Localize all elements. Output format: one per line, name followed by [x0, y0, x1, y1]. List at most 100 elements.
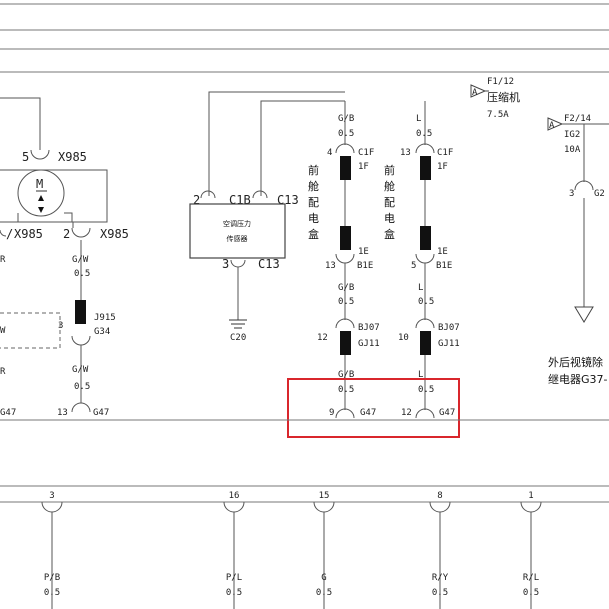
l-1e: 1E [437, 247, 448, 257]
left-color-w: W [0, 326, 6, 336]
ig2-rating: 10A [564, 145, 581, 155]
relay-arrow-icon [574, 306, 594, 323]
l-color-bot: L [418, 370, 423, 380]
bottom-pin-size: 0.5 [44, 588, 60, 598]
left-gw2-color: G/W [72, 365, 89, 375]
bottom-pin-4: 1R/L0.5 [520, 491, 542, 609]
bottom-pin-socket [223, 501, 245, 513]
left-j915: J915 [94, 313, 116, 323]
bottom-pin-number: 15 [319, 491, 330, 501]
svg-text:配: 配 [384, 196, 395, 209]
fuse-ig2: A F2/14 IG2 10A 3 G2 外后视镜除 继电器G37- [547, 114, 609, 386]
bottom-pin-0: 3P/B 0.5 [41, 491, 63, 609]
left-g47-edge: G47 [0, 408, 16, 418]
svg-text:电: 电 [384, 212, 395, 225]
gb-color-mid: G/B [338, 283, 354, 293]
motor-conn-bl: X985 [14, 227, 43, 241]
gb-fuse-top [340, 156, 351, 180]
svg-text:舱: 舱 [384, 179, 395, 193]
l-color-mid: L [418, 283, 423, 293]
l-size-bot: 0.5 [418, 385, 434, 395]
bottom-pin-size: 0.5 [432, 588, 448, 598]
compressor-name: 压缩机 [487, 90, 520, 104]
left-wire: G/W 0.5 3 J915 G34 G/W 0.5 13 G47 R W R … [0, 240, 116, 418]
gb-color-bot: G/B [338, 370, 354, 380]
sensor-label-2: 传感器 [227, 234, 248, 243]
ig2-name: IG2 [564, 130, 580, 140]
left-gw1-color: G/W [72, 255, 89, 265]
motor-pin-bl: / [6, 227, 13, 241]
svg-text:前: 前 [384, 163, 395, 177]
relay-line2: 继电器G37- [548, 373, 608, 386]
gb-pin13: 13 [325, 261, 336, 271]
ig2-flag-icon [547, 117, 564, 131]
bottom-pin-1: 16P/L0.5 [223, 491, 245, 609]
compressor-rating: 7.5A [487, 110, 509, 120]
bottom-pin-color: P/L [226, 573, 242, 583]
motor-icon [17, 169, 65, 217]
gb-1f: 1F [358, 162, 369, 172]
l-color-top: L [416, 114, 421, 124]
l-b1e: B1E [436, 261, 452, 271]
gb-fuse-bottom [340, 226, 351, 250]
fuse-compressor: A F1/12 压缩机 7.5A [470, 77, 520, 120]
l-box-label: 前 舱 配 电 盒 [384, 163, 395, 241]
ig2-fuse: F2/14 [564, 114, 591, 124]
motor-conn-br: X985 [100, 227, 129, 241]
l-1f: 1F [437, 162, 448, 172]
svg-text:电: 电 [308, 212, 319, 225]
l-bj07-connector [420, 331, 431, 355]
bottom-pin-size: 0.5 [523, 588, 539, 598]
l-pin10: 10 [398, 333, 409, 343]
sensor-pin3: 3 [222, 257, 229, 271]
l-pin13: 13 [400, 148, 411, 158]
bottom-pin-socket [41, 501, 63, 513]
highlight-box [287, 378, 460, 438]
gb-gj11: GJ11 [358, 339, 380, 349]
left-j915-pin: 3 [58, 321, 63, 331]
l-fuse-top [420, 156, 431, 180]
bottom-pin-socket [313, 501, 335, 513]
bottom-pin-size: 0.5 [316, 588, 332, 598]
left-gw2-size: 0.5 [74, 382, 90, 392]
svg-text:A: A [472, 88, 478, 98]
left-g34: G34 [94, 327, 110, 337]
header-rules [0, 3, 609, 73]
left-gw1-size: 0.5 [74, 269, 90, 279]
ground-icon [229, 319, 247, 329]
bottom-pin-color: P/B [44, 573, 60, 583]
gb-g47: G47 [360, 408, 376, 418]
gb-size-mid: 0.5 [338, 297, 354, 307]
motor-conn-top: X985 [58, 150, 87, 164]
l-gj11: GJ11 [438, 339, 460, 349]
bottom-pin-3: 8R/Y0.5 [429, 491, 451, 609]
pressure-sensor: 2 C1B C13 空调压力 传感器 3 C13 C20 [189, 91, 345, 343]
svg-text:配: 配 [308, 196, 319, 209]
bottom-pin-color: G [321, 573, 326, 583]
gb-box-label: 前 舱 配 电 盒 [308, 163, 319, 241]
gb-bj07-connector [340, 331, 351, 355]
gb-size-bot: 0.5 [338, 385, 354, 395]
branch-gb: G/B 0.5 4 C1F 1F 1E 13 B1E 前 舱 配 电 盒 G/B… [308, 101, 380, 419]
sensor-c13-bottom: C13 [258, 257, 280, 271]
branch-l: L 0.5 13 C1F 1F 1E 5 B1E 前 舱 配 电 盒 L 0.5… [384, 101, 460, 419]
gb-bj07: BJ07 [358, 323, 380, 333]
bottom-pin-number: 1 [528, 491, 533, 501]
left-color-r2: R [0, 367, 6, 377]
motor-pin-top: 5 [22, 150, 29, 164]
bottom-pin-number: 16 [229, 491, 240, 501]
sensor-label-1: 空调压力 [223, 219, 251, 228]
l-c1f: C1F [437, 148, 453, 158]
svg-text:A: A [549, 121, 555, 131]
bottom-pin-number: 8 [437, 491, 442, 501]
motor-block: 5 X985 M / X985 2 X985 [0, 97, 129, 241]
gb-pin4: 4 [327, 148, 332, 158]
bottom-pin-number: 3 [49, 491, 54, 501]
l-size-top: 0.5 [416, 129, 432, 139]
left-g47: G47 [93, 408, 109, 418]
j915-connector [75, 300, 86, 324]
l-g47: G47 [439, 408, 455, 418]
ig2-conn: G2 [594, 189, 605, 199]
